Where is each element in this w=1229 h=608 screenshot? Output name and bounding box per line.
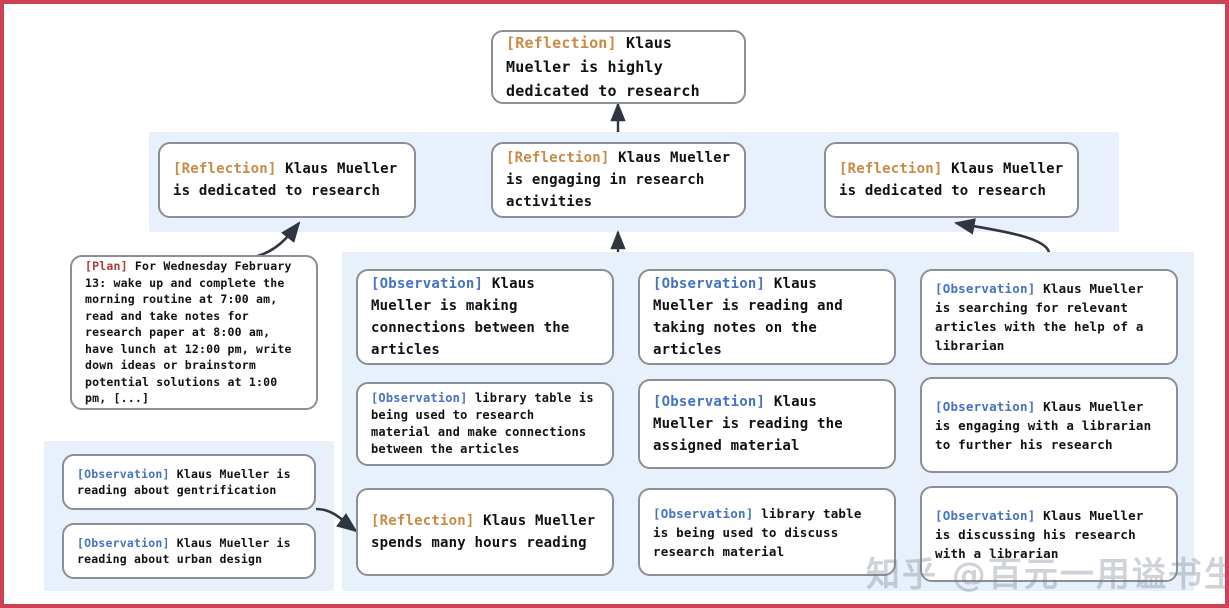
node-obs-gentrification[interactable]: [Observation] Klaus Mueller is reading a… xyxy=(62,454,316,510)
node-plan[interactable]: [Plan] For Wednesday February 13: wake u… xyxy=(70,255,318,410)
node-obs-searching-articles[interactable]: [Observation] Klaus Mueller is searching… xyxy=(920,269,1178,365)
node-reflection-left[interactable]: [Reflection] Klaus Mueller is dedicated … xyxy=(158,142,416,218)
node-reflection-hours-reading[interactable]: [Reflection] Klaus Mueller spends many h… xyxy=(356,488,614,576)
tag-observation: [Observation] xyxy=(935,507,1036,523)
tag-reflection: [Reflection] xyxy=(371,513,475,529)
tag-observation: [Observation] xyxy=(371,276,484,292)
node-obs-urban-design-text: Klaus Mueller is reading about urban des… xyxy=(77,535,298,567)
node-obs-gentrification-text: Klaus Mueller is reading about gentrific… xyxy=(77,466,298,498)
node-obs-reading-notes[interactable]: [Observation] Klaus Mueller is reading a… xyxy=(638,269,896,365)
node-reflection-left-text: Klaus Mueller is dedicated to research xyxy=(173,161,406,199)
node-obs-connections[interactable]: [Observation] Klaus Mueller is making co… xyxy=(356,269,614,365)
node-root-reflection[interactable]: [Reflection] Klaus Mueller is highly ded… xyxy=(491,30,746,104)
tag-reflection: [Reflection] xyxy=(506,34,617,52)
tag-observation: [Observation] xyxy=(77,535,170,550)
tag-observation: [Observation] xyxy=(77,466,170,481)
tag-reflection: [Reflection] xyxy=(173,161,277,177)
tag-reflection: [Reflection] xyxy=(839,161,943,177)
node-obs-searching-articles-text: Klaus Mueller is searching for relevant … xyxy=(935,281,1152,353)
tag-observation: [Observation] xyxy=(935,281,1036,296)
node-obs-engaging-librarian-text: Klaus Mueller is engaging with a librari… xyxy=(935,398,1160,452)
node-obs-library-table-discuss-text: library table is being used to discuss r… xyxy=(653,505,870,559)
node-reflection-right[interactable]: [Reflection] Klaus Mueller is dedicated … xyxy=(824,142,1079,218)
tag-observation: [Observation] xyxy=(935,398,1036,414)
node-obs-discussing-librarian-text: Klaus Mueller is discussing his research… xyxy=(935,507,1152,561)
node-root-text: Klaus Mueller is highly dedicated to res… xyxy=(506,34,700,100)
tag-observation: [Observation] xyxy=(653,276,766,292)
node-obs-urban-design[interactable]: [Observation] Klaus Mueller is reading a… xyxy=(62,523,316,579)
node-obs-connections-text: Klaus Mueller is making connections betw… xyxy=(371,276,579,358)
node-obs-discussing-librarian[interactable]: [Observation] Klaus Mueller is discussin… xyxy=(920,486,1178,582)
tag-observation: [Observation] xyxy=(371,391,468,405)
tag-plan: [Plan] xyxy=(85,259,128,274)
node-reflection-mid[interactable]: [Reflection] Klaus Mueller is engaging i… xyxy=(491,142,746,218)
node-reflection-mid-text: Klaus Mueller is engaging in research ac… xyxy=(506,150,739,210)
node-obs-library-table-connections[interactable]: [Observation] library table is being use… xyxy=(356,382,614,466)
node-obs-library-table-discuss[interactable]: [Observation] library table is being use… xyxy=(638,488,896,576)
node-reflection-hours-reading-text: Klaus Mueller spends many hours reading xyxy=(371,513,604,551)
node-obs-assigned-material[interactable]: [Observation] Klaus Mueller is reading t… xyxy=(638,379,896,469)
node-obs-assigned-material-text: Klaus Mueller is reading the assigned ma… xyxy=(653,394,852,454)
node-plan-text: For Wednesday February 13: wake up and c… xyxy=(85,259,299,406)
node-obs-engaging-librarian[interactable]: [Observation] Klaus Mueller is engaging … xyxy=(920,377,1178,473)
node-obs-library-table-connections-text: library table is being used to research … xyxy=(371,391,602,456)
watermark: 知乎 @百元一用谥书生 xyxy=(866,555,1229,595)
node-obs-reading-notes-text: Klaus Mueller is reading and taking note… xyxy=(653,276,852,358)
tag-observation: [Observation] xyxy=(653,505,754,521)
tag-observation: [Observation] xyxy=(653,394,766,410)
node-reflection-right-text: Klaus Mueller is dedicated to research xyxy=(839,161,1072,199)
tag-reflection: [Reflection] xyxy=(506,150,610,166)
